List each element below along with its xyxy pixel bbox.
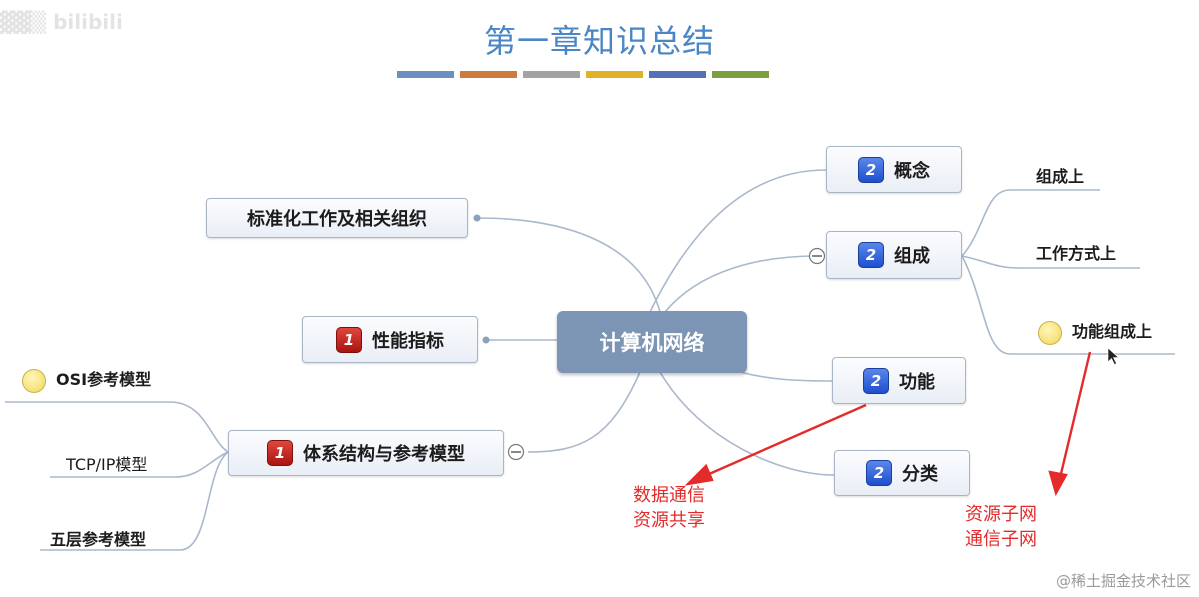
- watermark: @稀土掘金技术社区: [1055, 572, 1191, 590]
- leaf-osi-model[interactable]: OSI参考模型: [22, 366, 151, 393]
- priority-1-icon: 1: [336, 326, 362, 353]
- branch-standards-label: 标准化工作及相关组织: [247, 209, 427, 230]
- branch-concept-label: 概念: [894, 160, 930, 182]
- connector-comp-child-3: [961, 255, 1175, 355]
- connector-composition: [664, 255, 818, 313]
- title-color-bar: [397, 71, 454, 78]
- priority-2-icon: 2: [863, 367, 889, 394]
- branch-architecture-label: 体系结构与参考模型: [303, 444, 465, 465]
- leaf-tcpip-model[interactable]: TCP/IP模型: [66, 451, 147, 475]
- connector-arch-child-2: [50, 451, 229, 478]
- branch-performance-label: 性能指标: [372, 330, 444, 352]
- branch-function[interactable]: 2 功能: [832, 357, 966, 404]
- title-color-bar: [460, 71, 517, 78]
- connector-comp-child-1: [961, 189, 1100, 257]
- connector-arch-child-3: [40, 451, 229, 551]
- leaf-composition-function[interactable]: 功能组成上: [1038, 318, 1152, 345]
- connector-comp-child-2: [961, 255, 1140, 269]
- branch-composition-label: 组成: [894, 246, 930, 267]
- title-color-bar: [586, 71, 643, 78]
- title-color-bar: [712, 71, 769, 78]
- connector-standards: [476, 217, 661, 313]
- central-topic-label: 计算机网络: [599, 331, 705, 355]
- connector-concept: [649, 169, 827, 313]
- title-color-bar: [649, 71, 706, 78]
- branch-architecture[interactable]: 1 体系结构与参考模型: [228, 430, 504, 476]
- branch-category-label: 分类: [902, 464, 938, 485]
- priority-2-icon: 2: [858, 156, 884, 183]
- branch-function-label: 功能: [899, 371, 935, 393]
- branch-composition[interactable]: 2 组成: [826, 231, 962, 279]
- branch-concept[interactable]: 2 概念: [826, 146, 962, 193]
- connector-category: [659, 371, 835, 476]
- leaf-tcpip-label: TCP/IP模型: [66, 455, 148, 474]
- connector-arch-child-1: [5, 401, 229, 453]
- leaf-composition-working[interactable]: 工作方式上: [1036, 240, 1116, 264]
- cursor-icon: [1107, 347, 1120, 365]
- components-annotation-line-2: 通信子网: [965, 529, 1037, 550]
- connector-architecture: [527, 371, 641, 453]
- leaf-osi-label: OSI参考模型: [56, 370, 152, 389]
- title-color-bar: [523, 71, 580, 78]
- leaf-composition-structure-label: 组成上: [1036, 167, 1085, 186]
- leaf-composition-working-label: 工作方式上: [1036, 244, 1117, 263]
- branch-performance[interactable]: 1 性能指标: [302, 316, 478, 363]
- leaf-five-layer-model[interactable]: 五层参考模型: [50, 526, 146, 550]
- central-topic[interactable]: 计算机网络: [557, 311, 747, 373]
- leaf-composition-structure[interactable]: 组成上: [1036, 163, 1084, 187]
- branch-standards[interactable]: 标准化工作及相关组织: [206, 198, 468, 238]
- leaf-composition-function-label: 功能组成上: [1072, 322, 1153, 341]
- priority-2-icon: 2: [866, 460, 892, 486]
- connector-function: [739, 371, 833, 382]
- branch-category[interactable]: 2 分类: [834, 450, 970, 496]
- function-annotation: 数据通信 资源共享: [633, 483, 705, 533]
- components-annotation-line-1: 资源子网: [965, 504, 1037, 525]
- function-annotation-line-1: 数据通信: [633, 485, 705, 506]
- priority-1-icon: 1: [267, 440, 293, 466]
- priority-2-icon: 2: [858, 242, 884, 268]
- top-left-watermark: ▓▓▒ bilibili: [0, 10, 123, 34]
- yellow-marker-icon: [22, 368, 46, 393]
- collapse-markers: [507, 247, 826, 461]
- page-title: 第一章知识总结: [483, 22, 715, 60]
- function-annotation-line-2: 资源共享: [633, 510, 705, 531]
- components-annotation: 资源子网 通信子网: [965, 502, 1037, 552]
- yellow-marker-icon: [1038, 320, 1062, 345]
- leaf-five-layer-label: 五层参考模型: [50, 530, 147, 549]
